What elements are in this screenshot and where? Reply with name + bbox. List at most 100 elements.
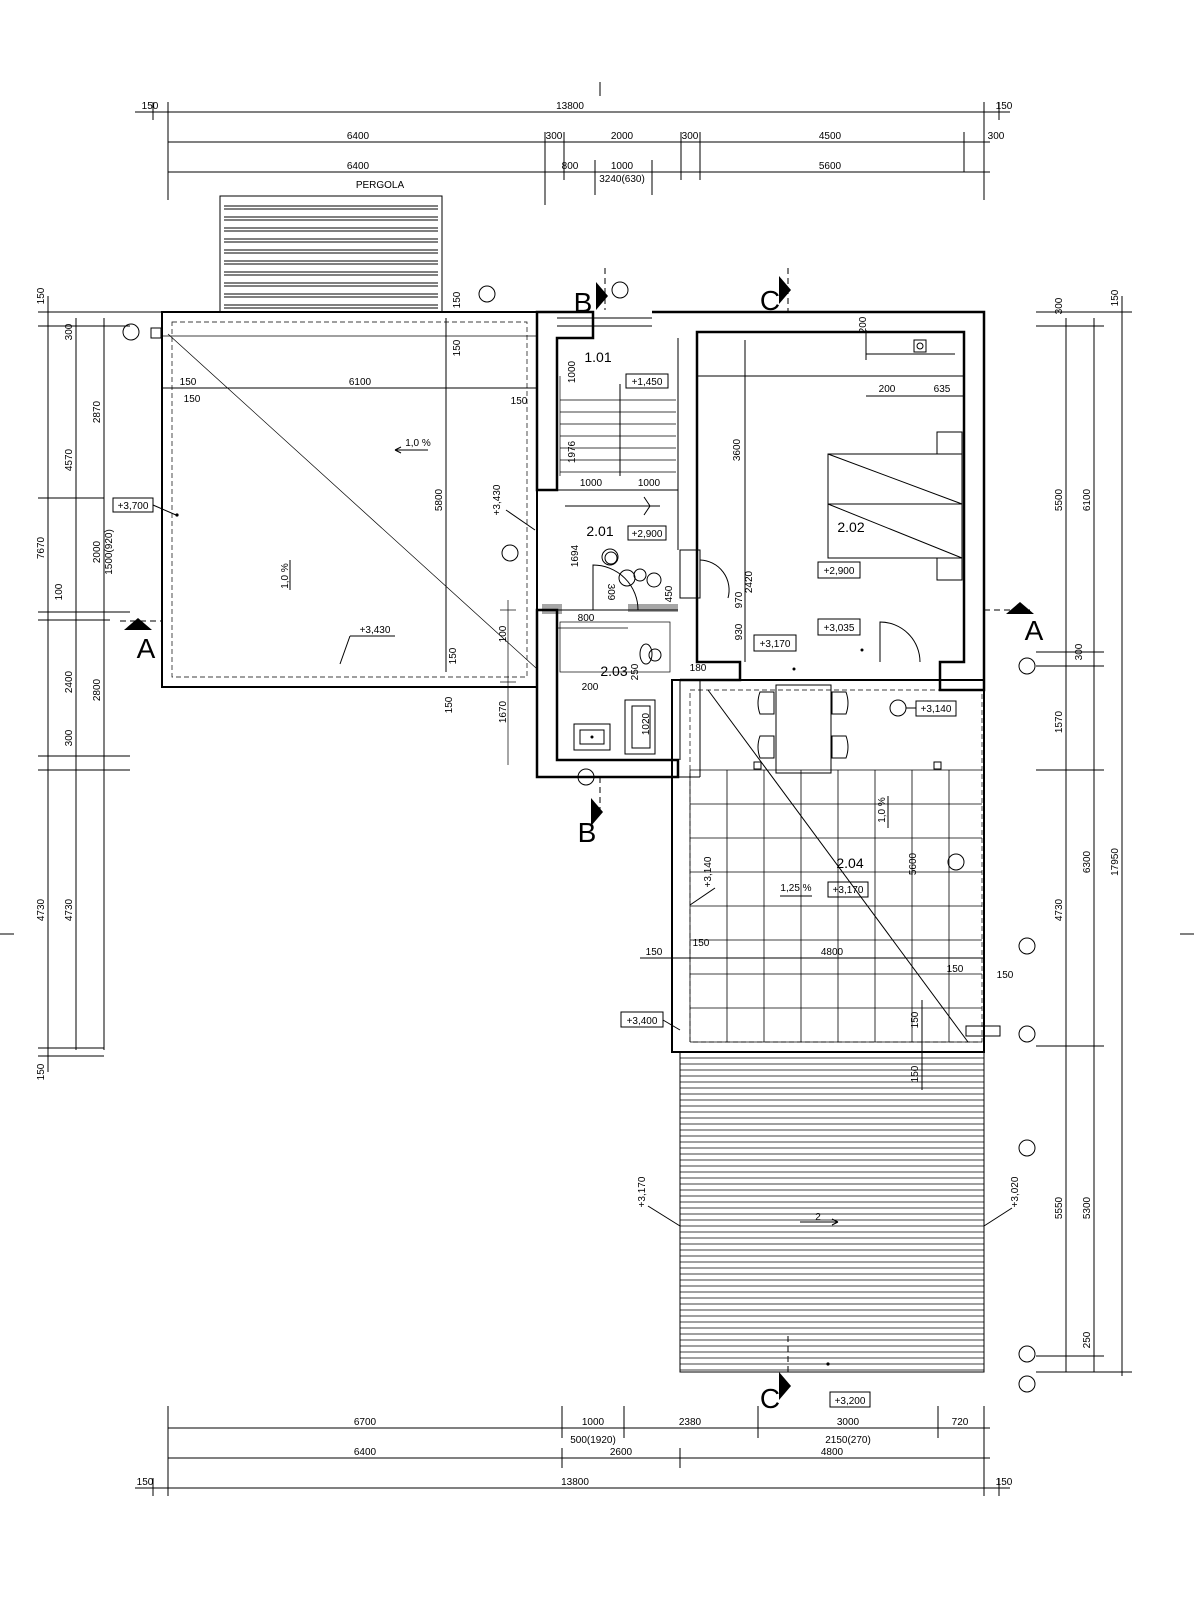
tag-bubbles	[122, 281, 1036, 1393]
tag-bubble	[501, 544, 519, 562]
level-bedroom: +2,900	[824, 566, 855, 577]
dim-bottom-row2: 2600	[610, 1447, 633, 1458]
room-2-03: 2.03	[600, 663, 627, 679]
tag-bubble	[1018, 937, 1036, 955]
level-deck-right: +3,020	[1010, 1176, 1021, 1207]
dim-left-mid: 300	[64, 729, 75, 746]
dim-stair: 1000	[567, 360, 578, 383]
patio: 2.04 +3,170 1,25 % 1,0 % 5600 +3,140 +3,…	[620, 679, 1014, 1090]
dim-terrace-width: 6100	[349, 377, 372, 388]
room-2-04: 2.04	[836, 855, 863, 871]
dim-terrace-depth: 5800	[434, 488, 445, 511]
dim-top-row2: 300	[546, 131, 563, 142]
dim-bed: 2420	[744, 570, 755, 593]
pergola	[219, 195, 443, 313]
dim-bed: 930	[734, 623, 745, 640]
dim-terrace-150: 150	[184, 394, 201, 405]
dim-top-row2: 300	[682, 131, 699, 142]
level-hall: +2,900	[632, 529, 663, 540]
dim-right-mid: 5550	[1054, 1196, 1065, 1219]
dim-bath-250: 250	[630, 663, 641, 680]
dim-left-outer: 150	[36, 1063, 47, 1080]
dim-patio: 150	[997, 970, 1014, 981]
level-terrace-mid: +3,430	[492, 484, 503, 515]
dim-top-row2: 4500	[819, 131, 842, 142]
dim-bottom-sub: 2150(270)	[825, 1435, 871, 1446]
room-1-01: 1.01	[584, 349, 611, 365]
dim-right-outer: 150	[1110, 289, 1121, 306]
dim-right-mid: 4730	[1054, 898, 1065, 921]
dim-top-row2: 300	[988, 131, 1005, 142]
section-a-right: A	[1025, 615, 1044, 646]
dim-bottom-row1: 6700	[354, 1417, 377, 1428]
dim-terrace-150: 150	[452, 291, 463, 308]
dim-right-inner: 250	[1082, 1331, 1093, 1348]
dim-side-150: 150	[444, 696, 455, 713]
dim-stair: 1976	[567, 440, 578, 463]
dim-left-outer: 7670	[36, 536, 47, 559]
tag-bubble	[601, 548, 619, 566]
dim-left-outer: 150	[36, 287, 47, 304]
level-deck-left: +3,170	[637, 1176, 648, 1207]
dim-left-outer: 4730	[36, 898, 47, 921]
dim-top-row3: 6400	[347, 161, 370, 172]
dim-bath-180: 180	[690, 663, 707, 674]
dim-bed: 200	[879, 384, 896, 395]
slope-terrace-h: 1,0 %	[405, 438, 431, 449]
dim-stair: 1000	[638, 478, 661, 489]
dim-patio: 4800	[821, 947, 844, 958]
dim-left-mid: 4730	[64, 898, 75, 921]
slope-patio-v: 1,0 %	[877, 797, 888, 823]
dim-bath-200: 200	[582, 682, 599, 693]
bottom-dimensions: 6700 1000 2380 3000 720 500(1920) 2150(2…	[135, 1406, 1013, 1496]
dim-top-row2: 6400	[347, 131, 370, 142]
section-b-bottom: B	[578, 817, 597, 848]
tag-bubble	[1018, 1025, 1036, 1043]
dim-left-inner: 2800	[92, 678, 103, 701]
dim-right-mid: 1570	[1054, 710, 1065, 733]
dim-top-row3: 5600	[819, 161, 842, 172]
dim-bottom-row2: 6400	[354, 1447, 377, 1458]
tag-bubble	[889, 699, 907, 717]
level-patio-corner: +3,400	[627, 1016, 658, 1027]
dim-bottom-right-edge: 150	[996, 1477, 1013, 1488]
level-patio-side: +3,140	[921, 704, 952, 715]
level-terrace: +3,700	[118, 501, 149, 512]
dim-bottom-left-edge: 150	[137, 1477, 154, 1488]
dim-bottom-row1: 2380	[679, 1417, 702, 1428]
dim-patio: 150	[910, 1011, 921, 1028]
top-dimensions: 150 13800 150 6400 300 2000 300 4500 300…	[135, 82, 1013, 205]
dim-top-overall: 13800	[556, 101, 584, 112]
dim-top-left-edge: 150	[142, 101, 159, 112]
dim-bottom-overall: 13800	[561, 1477, 589, 1488]
dim-top-row2: 2000	[611, 131, 634, 142]
level-bed-door: +3,035	[824, 623, 855, 634]
right-dimensions: 150 17950 300 5500 300 1570 4730 5550 61…	[1036, 289, 1194, 1376]
slope-patio-h: 1,25 %	[780, 883, 811, 894]
dim-top-row3: 1000	[611, 161, 634, 172]
pergola-label: PERGOLA	[356, 180, 405, 191]
dim-bottom-row1: 1000	[582, 1417, 605, 1428]
level-deck-bottom: +3,200	[835, 1396, 866, 1407]
dim-terrace-150: 150	[452, 339, 463, 356]
room-2-02: 2.02	[837, 519, 864, 535]
dim-top-row3: 800	[562, 161, 579, 172]
dim-patio-5600: 5600	[908, 852, 919, 875]
section-c-top: C	[760, 285, 780, 316]
dim-patio: 150	[947, 964, 964, 975]
tag-bubble	[577, 768, 595, 786]
dim-bed: 3600	[732, 438, 743, 461]
dim-patio: 150	[910, 1065, 921, 1082]
dim-right-mid: 300	[1054, 297, 1065, 314]
level-patio-left: +3,140	[703, 856, 714, 887]
section-b-top: B	[574, 287, 593, 318]
dim-bath-309: 309	[605, 584, 616, 601]
tag-bubble	[1018, 657, 1036, 675]
dim-left-inner: 2000	[92, 540, 103, 563]
dim-left-mid: 4570	[64, 448, 75, 471]
bedroom: 200 200 635 3600 2420 970 930 2.02 +2,90…	[697, 316, 964, 671]
level-stair: +1,450	[632, 377, 663, 388]
dim-right-mid: 300	[1074, 643, 1085, 660]
dim-top-right-edge: 150	[996, 101, 1013, 112]
tag-bubble	[1018, 1375, 1036, 1393]
